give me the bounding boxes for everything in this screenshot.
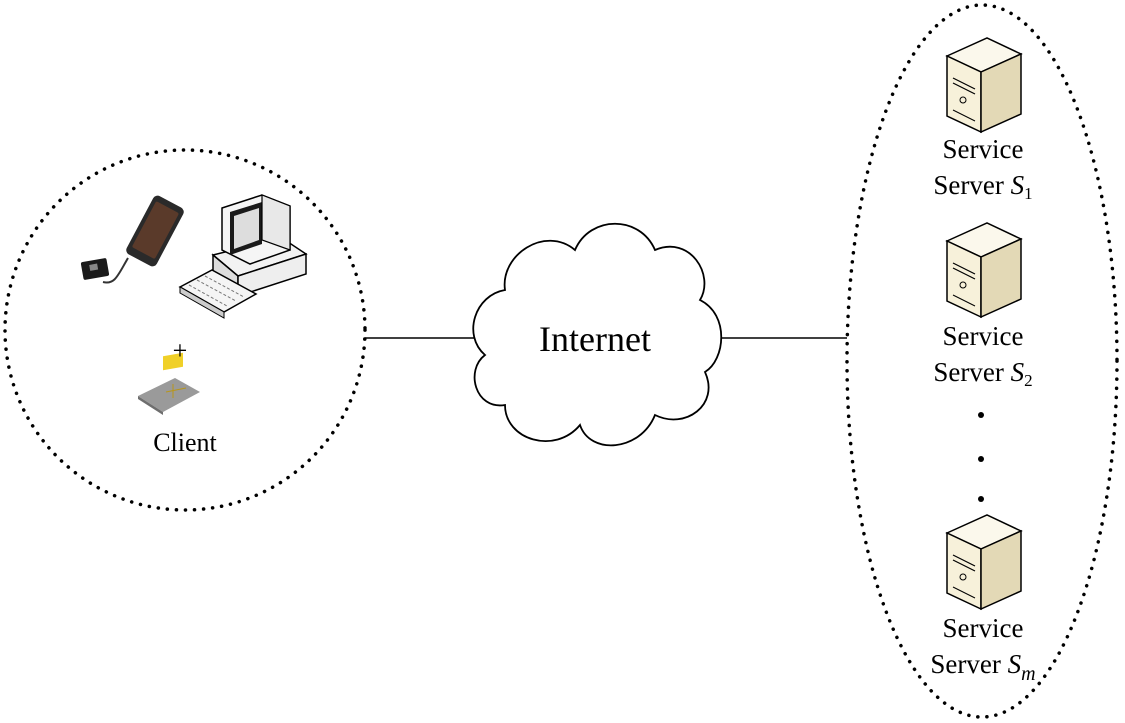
server-label-line2: Server S2 xyxy=(933,357,1033,390)
ellipsis-dot xyxy=(978,496,984,502)
server-label-line2: Server Sm xyxy=(930,649,1036,685)
server-group-boundary xyxy=(845,3,1119,719)
server-icon xyxy=(945,514,1023,611)
smartphone-icon xyxy=(126,195,184,267)
sim-card-icon xyxy=(138,352,200,415)
server-label-line1: Service xyxy=(942,134,1024,164)
internet-label: Internet xyxy=(539,319,651,359)
server-label-line1: Service xyxy=(942,613,1024,643)
client-boundary xyxy=(3,148,367,512)
server-label: Service Server S1 xyxy=(903,134,1063,203)
server-label-line2: Server S1 xyxy=(933,170,1033,203)
ellipsis-dot xyxy=(978,412,984,418)
server-label: Service Server S2 xyxy=(903,321,1063,390)
server-icon xyxy=(945,222,1023,319)
ellipsis-dot xyxy=(978,456,984,462)
plus-sign: + xyxy=(172,336,188,365)
server-icon xyxy=(945,37,1023,134)
client-label: Client xyxy=(153,428,217,457)
card-reader-icon xyxy=(80,257,129,284)
internet-cloud-icon xyxy=(472,222,722,447)
server-label-line1: Service xyxy=(942,321,1024,351)
desktop-computer-icon xyxy=(178,194,308,319)
server-label: Service Server Sm xyxy=(903,613,1063,685)
